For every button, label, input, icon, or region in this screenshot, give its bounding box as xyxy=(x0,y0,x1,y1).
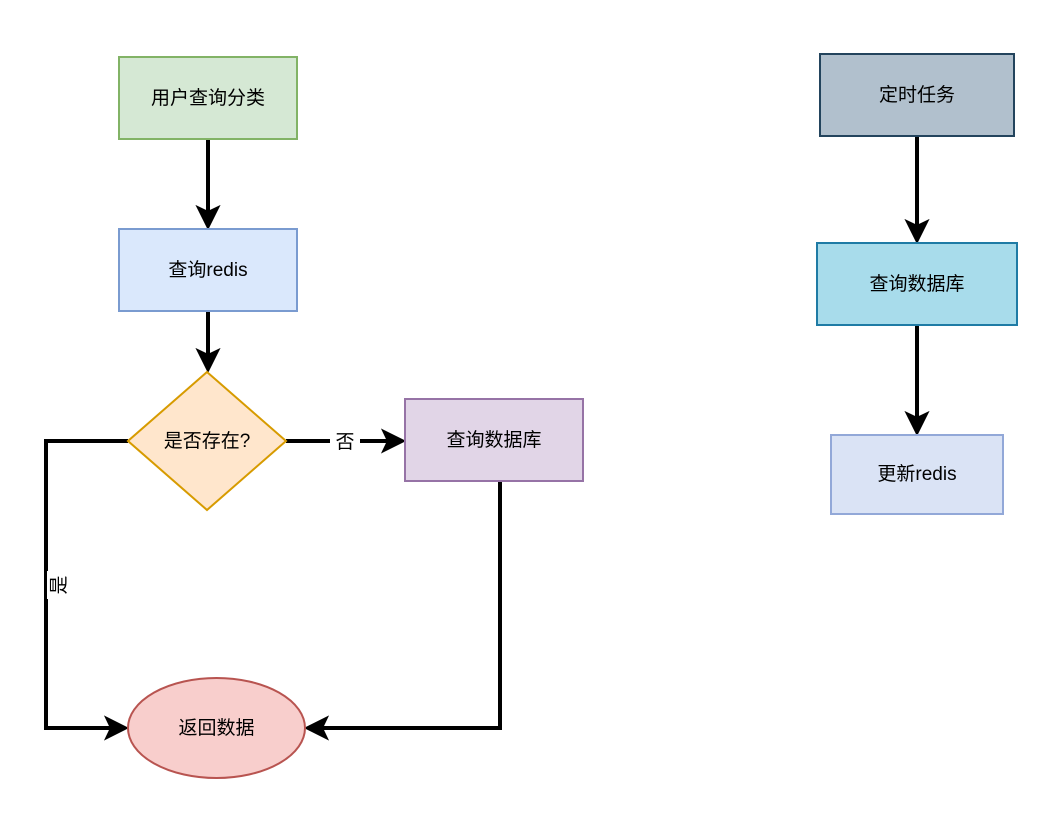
node-label: 查询redis xyxy=(168,259,247,281)
node-shape-rect xyxy=(118,56,298,140)
arrowhead-down-icon xyxy=(904,410,930,437)
edge-label-yes-group: 是 xyxy=(47,571,73,599)
node-exists-decision[interactable]: 是否存在? xyxy=(126,370,288,512)
arrowhead-right-icon xyxy=(103,715,130,741)
edge-category-to-redis xyxy=(195,139,221,231)
node-update-redis[interactable]: 更新redis xyxy=(830,434,1004,515)
node-label: 用户查询分类 xyxy=(151,87,265,109)
node-query-database-left[interactable]: 查询数据库 xyxy=(404,398,584,482)
node-scheduled-task[interactable]: 定时任务 xyxy=(819,53,1015,137)
edge-label-backdrop xyxy=(47,571,73,599)
edge-task-to-db xyxy=(904,136,930,245)
node-return-data[interactable]: 返回数据 xyxy=(127,677,306,779)
node-label: 返回数据 xyxy=(178,717,254,739)
arrowhead-left-icon xyxy=(303,715,330,741)
node-shape-rect xyxy=(819,53,1015,137)
edge-label-no-group: 否 xyxy=(330,429,360,455)
arrowhead-down-icon xyxy=(195,204,221,231)
edge-db-to-update xyxy=(904,325,930,437)
arrowhead-right-icon xyxy=(380,428,407,454)
node-label: 更新redis xyxy=(877,463,956,485)
node-shape-rect xyxy=(816,242,1018,326)
node-label: 查询数据库 xyxy=(446,429,541,451)
node-label: 查询数据库 xyxy=(869,273,964,295)
edge-label-yes: 是 xyxy=(49,575,70,594)
arrowhead-down-icon xyxy=(195,347,221,374)
edge-line xyxy=(44,439,128,730)
node-shape-rect xyxy=(404,398,584,482)
node-query-database-right[interactable]: 查询数据库 xyxy=(816,242,1018,326)
edge-line xyxy=(322,481,502,730)
node-shape-rect xyxy=(830,434,1004,515)
node-shape-ellipse xyxy=(127,677,306,779)
edge-decision-yes xyxy=(44,439,130,741)
node-shape-rect xyxy=(118,228,298,312)
arrowhead-down-icon xyxy=(904,218,930,245)
edge-redis-to-decision xyxy=(195,311,221,374)
node-label: 定时任务 xyxy=(879,84,955,106)
node-user-query-category[interactable]: 用户查询分类 xyxy=(118,56,298,140)
node-query-redis[interactable]: 查询redis xyxy=(118,228,298,312)
edge-label-backdrop xyxy=(330,429,360,455)
node-shape-diamond xyxy=(126,370,288,512)
edge-db-to-return xyxy=(303,481,502,741)
edge-label-no: 否 xyxy=(335,432,354,453)
node-label: 是否存在? xyxy=(164,430,251,452)
